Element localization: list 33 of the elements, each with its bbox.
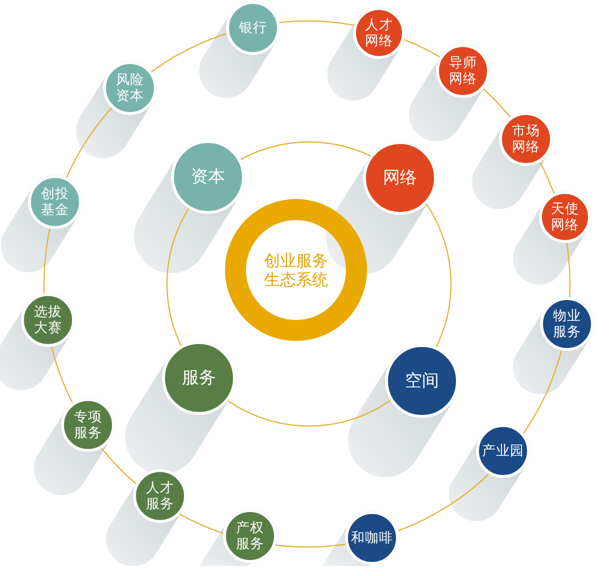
circle-label: 天使网络 bbox=[550, 200, 580, 234]
item-circle bbox=[103, 61, 157, 115]
circle-label: 选拔大赛 bbox=[33, 304, 62, 336]
circle-label: 网络 bbox=[382, 168, 418, 188]
item-circle bbox=[345, 511, 399, 565]
circle-label: 导师网络 bbox=[448, 54, 478, 88]
circle-label: 空间 bbox=[404, 370, 440, 392]
circle-label: 物业服务 bbox=[552, 308, 582, 340]
item-circle bbox=[21, 293, 75, 347]
item-circle bbox=[540, 297, 594, 351]
circle-label: 和咖啡 bbox=[350, 530, 394, 546]
circle-label: 产业园 bbox=[482, 442, 524, 460]
circle-label: 产权服务 bbox=[235, 520, 264, 552]
circle-label: 创业服务生态系统 bbox=[262, 250, 329, 290]
item-circle bbox=[226, 1, 280, 55]
circle-label: 人才网络 bbox=[364, 16, 394, 50]
circle-label: 风险资本 bbox=[115, 72, 144, 104]
item-circle bbox=[436, 44, 490, 98]
item-circle bbox=[28, 175, 82, 229]
circle-label: 人才服务 bbox=[145, 480, 174, 512]
circle-label: 创投基金 bbox=[40, 186, 70, 218]
circle-label: 市场网络 bbox=[511, 122, 540, 156]
item-circle bbox=[353, 7, 405, 59]
item-circle bbox=[133, 469, 187, 523]
item-circle bbox=[223, 509, 277, 563]
circle-label: 资本 bbox=[190, 166, 226, 188]
circle-label: 银行 bbox=[238, 20, 268, 36]
circle-label: 服务 bbox=[180, 368, 217, 388]
item-circle bbox=[499, 112, 553, 166]
item-circle bbox=[61, 398, 115, 452]
circle-label: 专项服务 bbox=[73, 408, 102, 442]
item-circle bbox=[539, 191, 591, 243]
item-circle bbox=[476, 424, 530, 478]
